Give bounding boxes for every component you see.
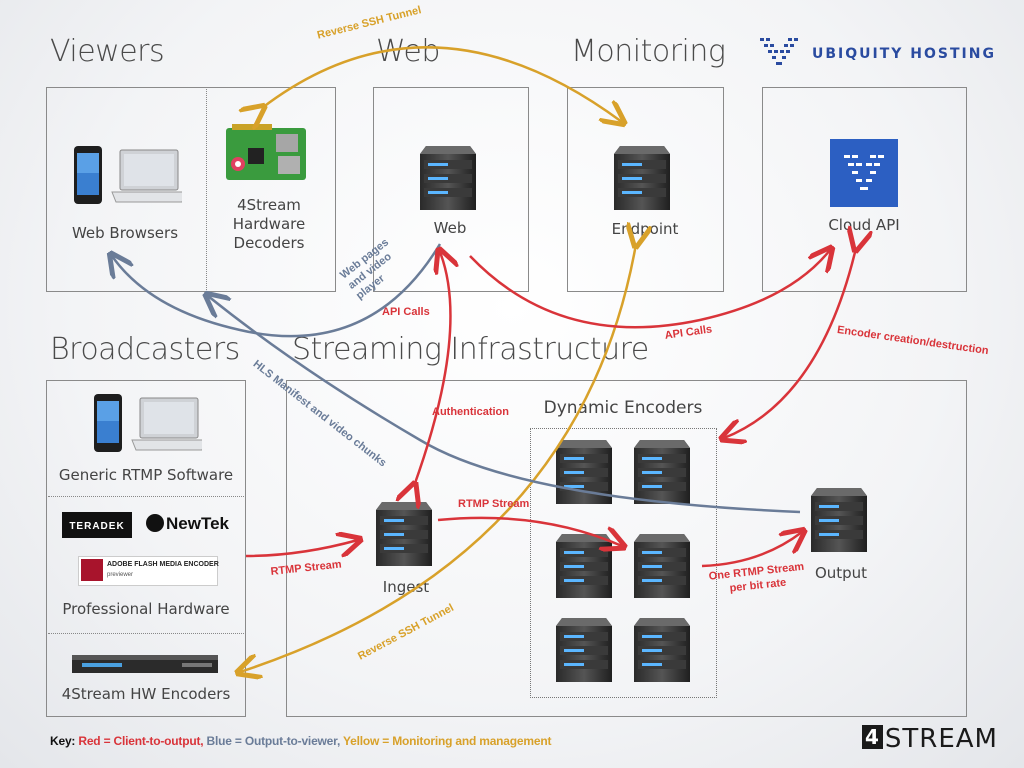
viewers-box xyxy=(46,87,336,292)
cloud-api-logo-icon xyxy=(830,139,898,207)
ubiquity-logo-icon xyxy=(760,38,798,65)
viewers-divider xyxy=(206,89,207,290)
viewers-title: Viewers xyxy=(50,34,165,69)
reverse-ssh-top-arrow xyxy=(262,46,622,122)
brand-mark: 4 xyxy=(861,725,883,749)
phone-laptop-icon xyxy=(74,146,182,204)
adobe-logo-sub: previewer xyxy=(107,572,134,578)
generic-rtmp-label: Generic RTMP Software xyxy=(58,466,234,484)
broadcasters-title: Broadcasters xyxy=(50,332,240,367)
rtmp-in-arrow xyxy=(245,540,358,556)
key-prefix: Key: xyxy=(50,734,76,748)
api-calls-web-cloud-arrow xyxy=(469,250,830,329)
broadcasters-divider-1 xyxy=(48,496,244,497)
adobe-logo-text: ADOBE FLASH MEDIA ENCODER xyxy=(107,561,219,568)
one-rtmp-arrow xyxy=(701,532,802,568)
key-yellow: Yellow = Monitoring and management xyxy=(343,734,552,748)
output-label: Output xyxy=(814,564,868,582)
api-calls-left-label: API Calls xyxy=(382,306,430,318)
encoder-creation-arrow xyxy=(724,248,856,438)
reverse-ssh-bottom-arrow xyxy=(240,244,636,672)
professional-hardware-label: Professional Hardware xyxy=(62,600,230,618)
newtek-icon xyxy=(146,514,164,532)
web-browsers-label: Web Browsers xyxy=(71,224,179,242)
brand-text: STREAM xyxy=(884,724,998,754)
raspberry-pi-icon xyxy=(226,124,306,180)
newtek-text: NewTek xyxy=(166,514,229,533)
hw-encoders-label: 4Stream HW Encoders xyxy=(61,685,231,703)
rtmp-mid-arrow xyxy=(437,516,622,546)
rtmp-stream-mid-label: RTMP Stream xyxy=(458,498,530,510)
api-calls-ingest-web-arrow xyxy=(414,252,450,486)
adobe-logo: ADOBE FLASH MEDIA ENCODER previewer xyxy=(78,556,219,586)
hw-encoder-rack-icon xyxy=(72,655,218,673)
teradek-logo: TERADEK xyxy=(62,512,132,538)
monitoring-title: Monitoring xyxy=(571,34,726,69)
broadcasters-divider-2 xyxy=(48,633,244,634)
key-blue: Blue = Output-to-viewer, xyxy=(206,734,341,748)
authentication-label: Authentication xyxy=(432,406,509,418)
ubiquity-hosting-logo: UBIQUITY HOSTING xyxy=(812,46,996,62)
adobe-flash-icon xyxy=(81,559,103,581)
key-red: Red = Client-to-output, xyxy=(78,734,204,748)
broadcaster-phone-laptop-icon xyxy=(94,394,202,452)
legend-key: Key: Red = Client-to-output, Blue = Outp… xyxy=(50,734,551,748)
newtek-logo: NewTek xyxy=(146,514,229,534)
